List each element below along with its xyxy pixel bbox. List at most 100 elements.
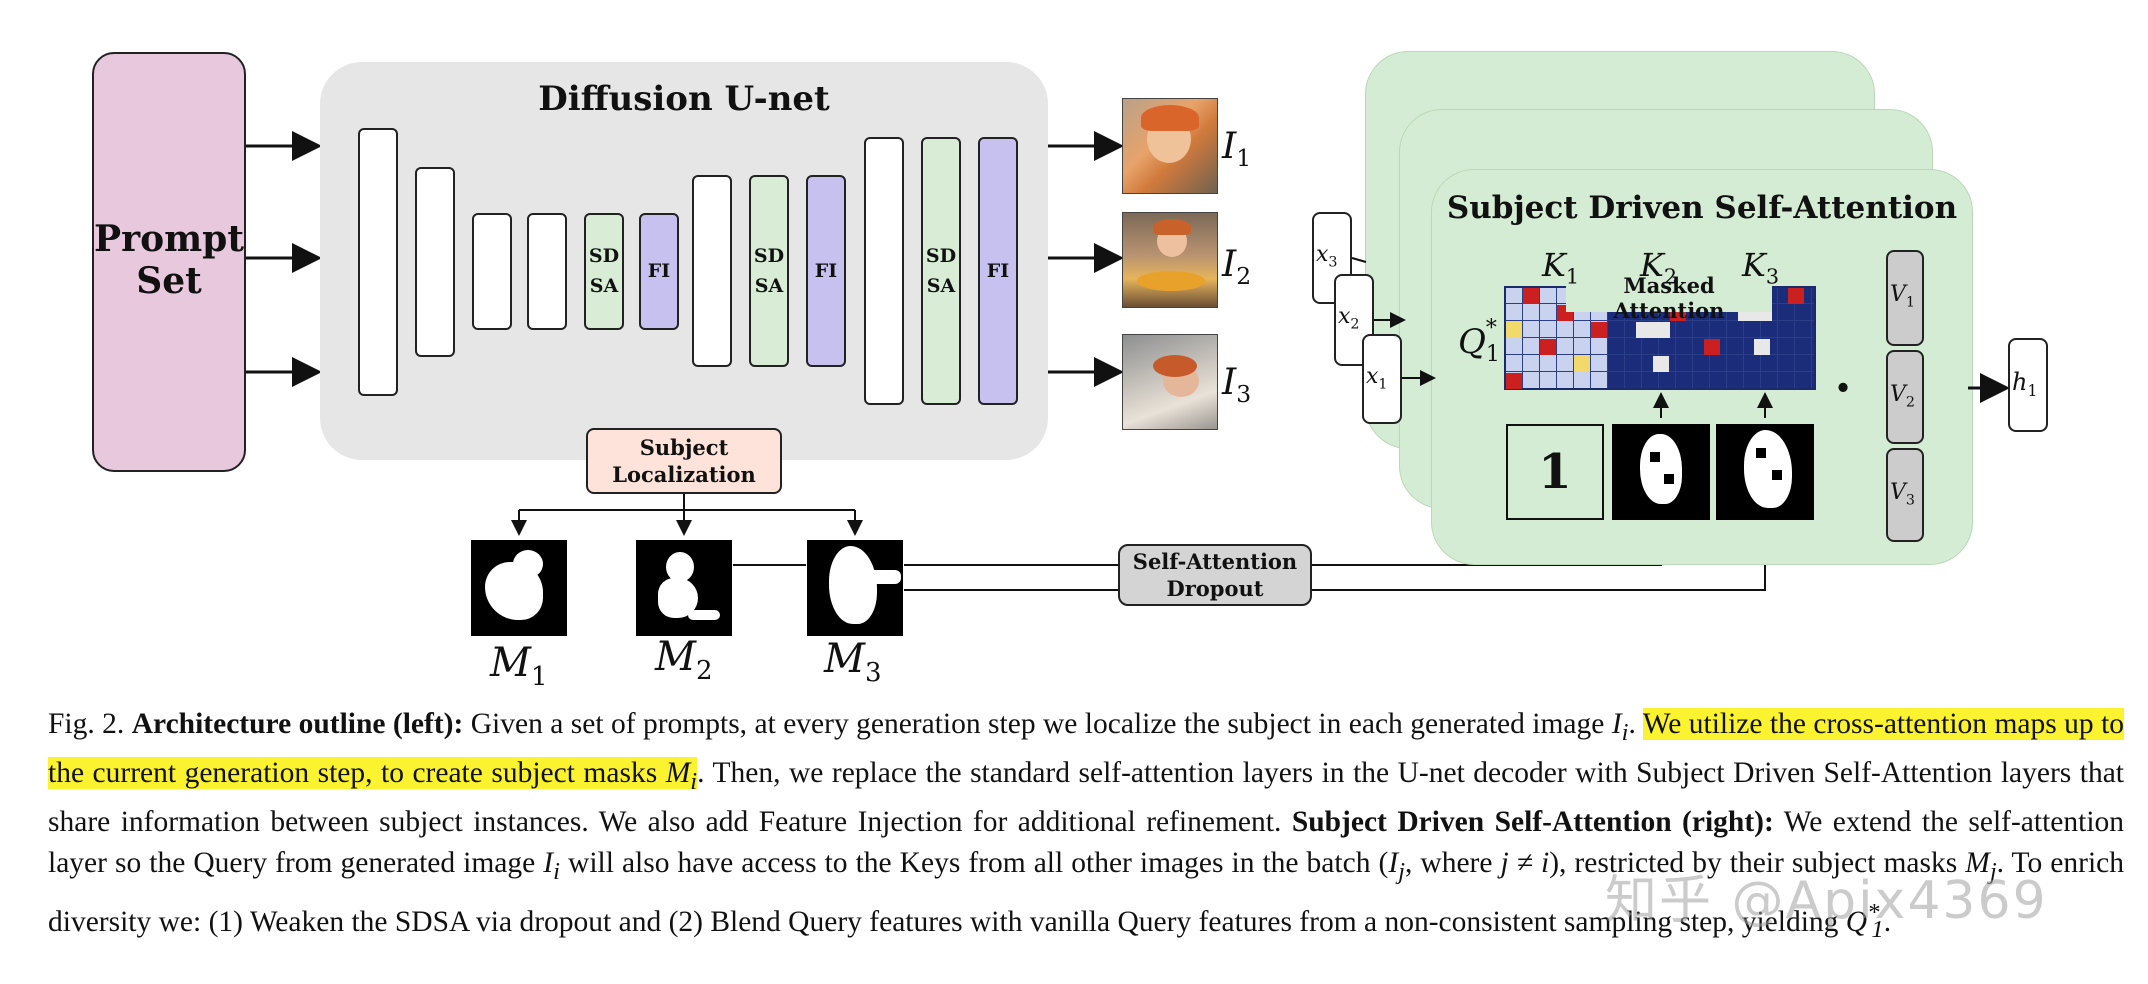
caption-right-title: Subject Driven Self-Attention (right): xyxy=(1291,805,1774,838)
caption-fig-label: Fig. 2. xyxy=(48,708,125,740)
v2-sub: 2 xyxy=(1905,394,1915,411)
key3-mask-hole-2 xyxy=(1772,470,1782,480)
sdsa-3-label-a: SD xyxy=(925,245,957,267)
caption-math-Ij: Ij xyxy=(1388,846,1405,885)
mask-3-blob-b xyxy=(867,570,901,584)
output-label-1: I1 xyxy=(1222,126,1251,172)
caption-Mi-base: M xyxy=(665,756,691,789)
mask-label-2: M2 xyxy=(655,634,713,686)
key2-mask xyxy=(1612,424,1710,520)
caption-Q-base: Q xyxy=(1845,905,1868,938)
k2-base: K xyxy=(1640,246,1664,284)
subject-mask-2 xyxy=(636,540,732,636)
caption-Ii-base: I xyxy=(1611,708,1622,740)
x3-base: x xyxy=(1316,242,1329,267)
caption-text-5: , where xyxy=(1404,846,1493,879)
unet-layer-enc-1 xyxy=(358,128,398,396)
v3-sub: 3 xyxy=(1905,492,1915,509)
subject-localization-box xyxy=(586,428,782,494)
sdsa-1-label-b: SA xyxy=(589,275,619,297)
caption-text-4: will also have access to the Keys from a… xyxy=(568,846,1389,879)
self-attention-dropout-label: Self-Attention Dropout xyxy=(1132,549,1298,601)
v3-base: V xyxy=(1890,480,1906,505)
sdsa-2-label-b: SA xyxy=(754,275,784,297)
query-sub: 1 xyxy=(1485,342,1500,367)
output-label-3: I3 xyxy=(1222,362,1251,408)
key2-mask-hole-2 xyxy=(1664,474,1674,484)
input-label-x3: x3 xyxy=(1316,242,1338,270)
h1-sub: 1 xyxy=(2027,381,2038,400)
unet-layer-enc-3 xyxy=(472,213,512,330)
subject-localization-label: Subject Localization xyxy=(612,435,756,487)
x1-sub: 1 xyxy=(1378,376,1388,393)
mask-3-base: M xyxy=(824,636,865,682)
watermark: 知乎 @Apix4369 xyxy=(1605,871,2048,931)
generated-image-2 xyxy=(1122,212,1218,308)
output-label-h1: h1 xyxy=(2012,368,2037,400)
k2-sub: 2 xyxy=(1663,264,1678,289)
mask-1-blob-b xyxy=(513,550,543,578)
mask-1-base: M xyxy=(490,640,531,686)
attn-cell-white-4 xyxy=(1653,356,1669,372)
caption-Q-sup: * xyxy=(1867,898,1880,926)
caption-Mj-sub: j xyxy=(1989,857,1997,885)
fi-1-label: FI xyxy=(647,260,671,282)
attn-cell-red-4 xyxy=(1506,373,1522,389)
self-attention-dropout-box xyxy=(1118,544,1312,606)
caption-text-6: ), restricted by their subject masks xyxy=(1549,846,1958,879)
key3-mask-blob xyxy=(1744,430,1792,508)
input-token-x1 xyxy=(1362,334,1402,424)
value-label-v3: V3 xyxy=(1890,480,1915,508)
output-2-sub: 2 xyxy=(1236,262,1252,291)
k1-sub: 1 xyxy=(1565,264,1580,289)
attn-cell-red-3 xyxy=(1540,339,1556,355)
prompt-set-box xyxy=(92,52,246,472)
all-ones-mask-label: 1 xyxy=(1538,444,1572,500)
input-token-x2 xyxy=(1334,274,1374,366)
unet-sdsa-layer-3 xyxy=(921,137,961,405)
caption-math-Mi: Mi xyxy=(665,756,697,795)
mask-1-sub: 1 xyxy=(530,662,548,692)
output-3-sub: 3 xyxy=(1236,380,1252,409)
key-label-3: K3 xyxy=(1742,246,1779,288)
output-2-base: I xyxy=(1222,244,1237,285)
output-1-sub: 1 xyxy=(1236,144,1252,173)
fi-3-label: FI xyxy=(986,260,1010,282)
caption-highlight-text: We utilize the cross-attention maps up t… xyxy=(48,708,2125,789)
sdsa-panel-title: Subject Driven Self-Attention xyxy=(1446,190,1958,226)
caption-Ij-base: I xyxy=(1388,846,1399,879)
output-label-2: I2 xyxy=(1222,244,1251,290)
key2-mask-hole-1 xyxy=(1650,452,1660,462)
unet-layer-enc-2 xyxy=(415,167,455,357)
caption-Ii2-base: I xyxy=(543,846,554,879)
x2-sub: 2 xyxy=(1350,316,1360,333)
v2-base: V xyxy=(1890,382,1906,407)
subject-mask-1 xyxy=(471,540,567,636)
x1-base: x xyxy=(1366,364,1379,389)
prompt-set-label: Prompt Set xyxy=(94,218,244,302)
caption-Mj-base: M xyxy=(1965,846,1990,879)
figure-caption: Fig. 2. Architecture outline (left): Giv… xyxy=(48,708,2125,944)
key-label-1: K1 xyxy=(1542,246,1579,288)
mask-2-blob xyxy=(666,552,694,582)
value-token-v2 xyxy=(1886,350,1924,444)
unet-sdsa-layer-1 xyxy=(584,213,624,330)
caption-text-3: We extend the self-attention layer so th… xyxy=(48,805,2125,879)
image-2-pan xyxy=(1137,271,1205,291)
attn-cell-red-7 xyxy=(1704,339,1720,355)
unet-layer-dec-1 xyxy=(692,175,732,367)
output-token-h1 xyxy=(2008,338,2048,432)
attn-cell-yellow-1 xyxy=(1506,322,1522,338)
v1-base: V xyxy=(1890,282,1906,307)
masked-attention-label: Masked Attention xyxy=(1566,273,1772,323)
mask-label-1: M1 xyxy=(490,640,548,692)
unet-sdsa-layer-2 xyxy=(749,175,789,367)
attn-cell-white-1 xyxy=(1636,322,1670,338)
caption-text-2: Then, we replace the standard self-atten… xyxy=(48,756,2124,838)
attn-cell-red-8 xyxy=(1788,288,1804,304)
caption-text-1: Given a set of prompts, at every generat… xyxy=(470,708,1605,740)
output-1-base: I xyxy=(1222,126,1237,167)
unet-fi-layer-2 xyxy=(806,175,846,367)
key3-mask xyxy=(1716,424,1814,520)
sdsa-3-label-b: SA xyxy=(926,275,956,297)
